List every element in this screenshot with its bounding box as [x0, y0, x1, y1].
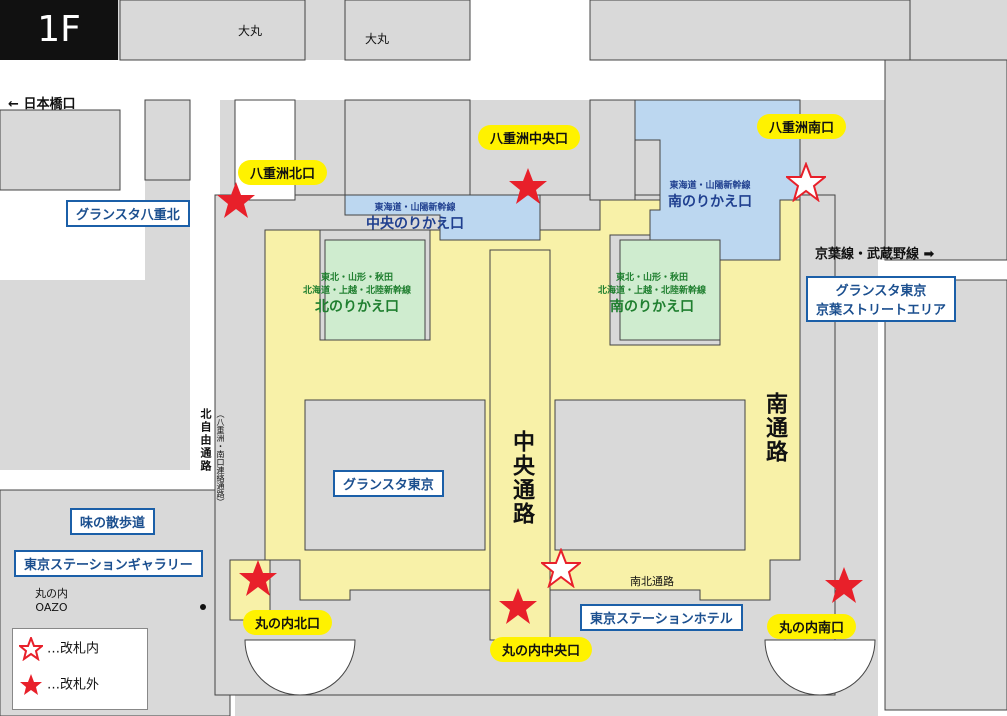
arrow-left-icon: ←: [8, 97, 19, 112]
label-minami-dori: 南通路: [762, 392, 787, 464]
exit-maru-north[interactable]: 丸の内北口: [243, 610, 333, 635]
area-gransta-yaesu-kita[interactable]: グランスタ八重北: [66, 200, 190, 227]
legend-outside-text: …改札外: [47, 677, 100, 693]
area-station-gallery[interactable]: 東京ステーションギャラリー: [14, 550, 203, 577]
star-maru-central-icon: [499, 588, 537, 624]
gate-south-green[interactable]: 東北・山形・秋田 北海道・上越・北陸新幹線 南のりかえ口: [598, 270, 706, 316]
label-daimaru-2: 大丸: [365, 32, 390, 46]
gate-south-line1: 東海道・山陽新幹線: [669, 181, 751, 191]
label-yaesu-renraku: （八重洲・南口連絡通路）: [216, 410, 225, 506]
star-yaesu-north-icon: [217, 182, 255, 218]
area-gransta-tokyo[interactable]: グランスタ東京: [333, 470, 444, 497]
star-yaesu-south-icon: [786, 162, 826, 202]
label-chuo-dori: 中央通路: [509, 430, 534, 526]
legend: …改札内 …改札外: [12, 628, 148, 710]
floor-indicator: 1F: [0, 0, 118, 60]
oazo-dot-icon: [200, 604, 206, 610]
gate-south-green-l3: 南のりかえ口: [610, 299, 694, 315]
star-maru-north-icon: [239, 560, 277, 596]
exit-yaesu-south[interactable]: 八重洲南口: [757, 114, 847, 139]
exit-maru-south[interactable]: 丸の内南口: [767, 614, 857, 639]
gate-south-green-l2: 北海道・上越・北陸新幹線: [598, 286, 707, 296]
exit-yaesu-central[interactable]: 八重洲中央口: [478, 125, 581, 150]
area-gransta-keiyo[interactable]: グランスタ東京 京葉ストリートエリア: [806, 276, 957, 322]
gate-north-green[interactable]: 東北・山形・秋田 北海道・上越・北陸新幹線 北のりかえ口: [303, 270, 411, 316]
area-gransta-keiyo-l2: 京葉ストリートエリア: [816, 303, 947, 318]
area-gransta-keiyo-l1: グランスタ東京: [835, 284, 927, 299]
gate-south-transfer[interactable]: 東海道・山陽新幹線 南のりかえ口: [668, 178, 752, 211]
label-keiyo-text: 京葉線・武蔵野線: [815, 247, 920, 262]
legend-inside-text: …改札内: [47, 641, 100, 657]
star-filled-icon: [20, 674, 42, 695]
legend-inside: …改札内: [17, 635, 100, 662]
gate-south-line2: 南のりかえ口: [668, 194, 752, 210]
arrow-right-icon: ➡: [923, 247, 935, 262]
label-marunouchi-oazo: 丸の内 OAZO: [35, 587, 68, 614]
gate-north-green-l3: 北のりかえ口: [315, 299, 399, 315]
label-nihonbashi: ← 日本橋口: [8, 93, 75, 112]
exit-yaesu-north[interactable]: 八重洲北口: [238, 160, 328, 185]
star-maru-central-inside-icon: [541, 548, 581, 588]
label-keiyo-musashino: 京葉線・武蔵野線 ➡: [815, 243, 934, 262]
star-outline-icon: [17, 635, 45, 662]
gate-central-line1: 東海道・山陽新幹線: [374, 203, 456, 213]
label-kita-jiyu: 北自由通路: [199, 408, 212, 473]
area-station-hotel[interactable]: 東京ステーションホテル: [580, 604, 743, 631]
gate-central-line2: 中央のりかえ口: [366, 216, 464, 232]
label-nanboku-dori: 南北通路: [630, 575, 674, 588]
exit-maru-central[interactable]: 丸の内中央口: [490, 637, 593, 662]
gate-north-green-l2: 北海道・上越・北陸新幹線: [303, 286, 412, 296]
gate-north-green-l1: 東北・山形・秋田: [321, 273, 394, 283]
star-yaesu-central-icon: [509, 168, 547, 204]
legend-outside: …改札外: [19, 673, 99, 697]
area-aji-sanpomichi[interactable]: 味の散歩道: [70, 508, 156, 535]
label-nihonbashi-text: 日本橋口: [23, 97, 76, 112]
label-daimaru-1: 大丸: [238, 24, 263, 38]
star-maru-south-icon: [825, 567, 863, 603]
gate-central-transfer[interactable]: 東海道・山陽新幹線 中央のりかえ口: [366, 200, 464, 233]
gate-south-green-l1: 東北・山形・秋田: [616, 273, 689, 283]
